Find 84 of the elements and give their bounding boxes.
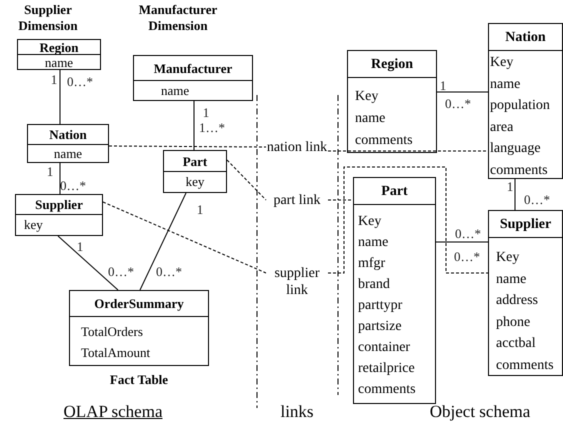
attribute-text: mfgr: [358, 255, 386, 273]
table-caption: Fact Table: [110, 372, 168, 388]
multiplicity: 0…*: [445, 96, 471, 112]
section-title: links: [280, 402, 314, 422]
attribute-text: name: [355, 110, 386, 128]
attribute-text: name: [490, 76, 520, 94]
multiplicity: 1: [196, 202, 204, 218]
dashed-link-line: [328, 150, 488, 152]
attribute-text: name: [161, 82, 190, 100]
group-heading: Supplier Dimension: [17, 2, 79, 34]
table-title: Part: [182, 153, 208, 171]
multiplicity: 1: [50, 72, 58, 88]
class-box: [353, 177, 436, 404]
table-title: OrderSummary: [94, 295, 184, 313]
multiplicity: 0…*: [524, 192, 550, 208]
section-title: OLAP schema: [64, 402, 162, 422]
class-box: [347, 50, 437, 153]
link-label: nation link: [266, 139, 328, 156]
table-title: Region: [40, 40, 78, 55]
attribute-text: TotalAmount: [81, 344, 150, 362]
attribute-text: name: [44, 55, 74, 71]
attribute-text: name: [54, 145, 82, 163]
attribute-text: comments: [355, 132, 413, 150]
attribute-text: retailprice: [358, 360, 415, 378]
attribute-text: key: [186, 173, 204, 191]
multiplicity: 1: [76, 239, 84, 255]
attribute-text: Key: [490, 54, 514, 72]
class-box: [488, 210, 563, 376]
multiplicity: 0…*: [67, 74, 93, 90]
attribute-text: container: [358, 339, 410, 357]
association-line: [58, 236, 118, 290]
link-label: supplier link: [266, 265, 328, 299]
attribute-text: population: [490, 97, 550, 115]
multiplicity: 0…*: [60, 178, 86, 194]
group-heading: Manufacturer Dimension: [138, 2, 218, 34]
association-line: [514, 178, 516, 210]
association-line: [140, 192, 186, 290]
table-title: Nation: [505, 29, 546, 47]
multiplicity: 1: [506, 179, 514, 195]
table-box: [163, 150, 227, 193]
table-title: Manufacturer: [154, 60, 232, 78]
attribute-text: parttypr: [358, 297, 402, 315]
multiplicity: 1: [46, 164, 54, 180]
table-title: Part: [381, 183, 408, 201]
table-box: [15, 194, 103, 236]
table-box: [27, 124, 109, 163]
attribute-text: name: [358, 234, 388, 252]
table-title: Nation: [49, 126, 87, 144]
table-title: Region: [371, 56, 413, 74]
attribute-text: brand: [358, 276, 390, 294]
table-box: [17, 39, 101, 70]
attribute-text: comments: [358, 381, 416, 399]
section-title: Object schema: [430, 402, 530, 422]
attribute-text: partsize: [358, 318, 402, 336]
attribute-text: area: [490, 118, 514, 136]
attribute-text: name: [496, 270, 526, 288]
attribute-text: acctbal: [496, 335, 536, 353]
attribute-text: address: [496, 292, 538, 310]
dashed-link-line: [102, 202, 266, 274]
dashed-link-line: [108, 146, 266, 148]
multiplicity: 1…*: [199, 120, 225, 136]
multiplicity: 1: [440, 78, 446, 94]
multiplicity: 0…*: [156, 264, 182, 280]
table-title: Supplier: [500, 216, 552, 234]
dashed-link-line: [328, 166, 488, 274]
attribute-text: Key: [355, 88, 378, 106]
table-box: [133, 55, 253, 101]
fact-table-box: [69, 290, 209, 366]
attribute-text: Key: [358, 213, 382, 231]
dashed-link-line: [226, 160, 266, 200]
attribute-text: comments: [490, 162, 548, 180]
attribute-text: key: [24, 216, 43, 234]
attribute-text: phone: [496, 314, 530, 332]
multiplicity: 0…*: [454, 249, 480, 265]
multiplicity: 0…*: [455, 226, 481, 242]
attribute-text: language: [490, 140, 541, 158]
multiplicity: 0…*: [108, 264, 134, 280]
attribute-text: comments: [496, 356, 554, 374]
class-box: [488, 23, 563, 179]
multiplicity: 1: [202, 105, 210, 121]
attribute-text: Key: [496, 249, 520, 267]
link-label: part link: [266, 192, 328, 209]
attribute-text: TotalOrders: [81, 323, 143, 341]
table-title: Supplier: [35, 196, 83, 214]
